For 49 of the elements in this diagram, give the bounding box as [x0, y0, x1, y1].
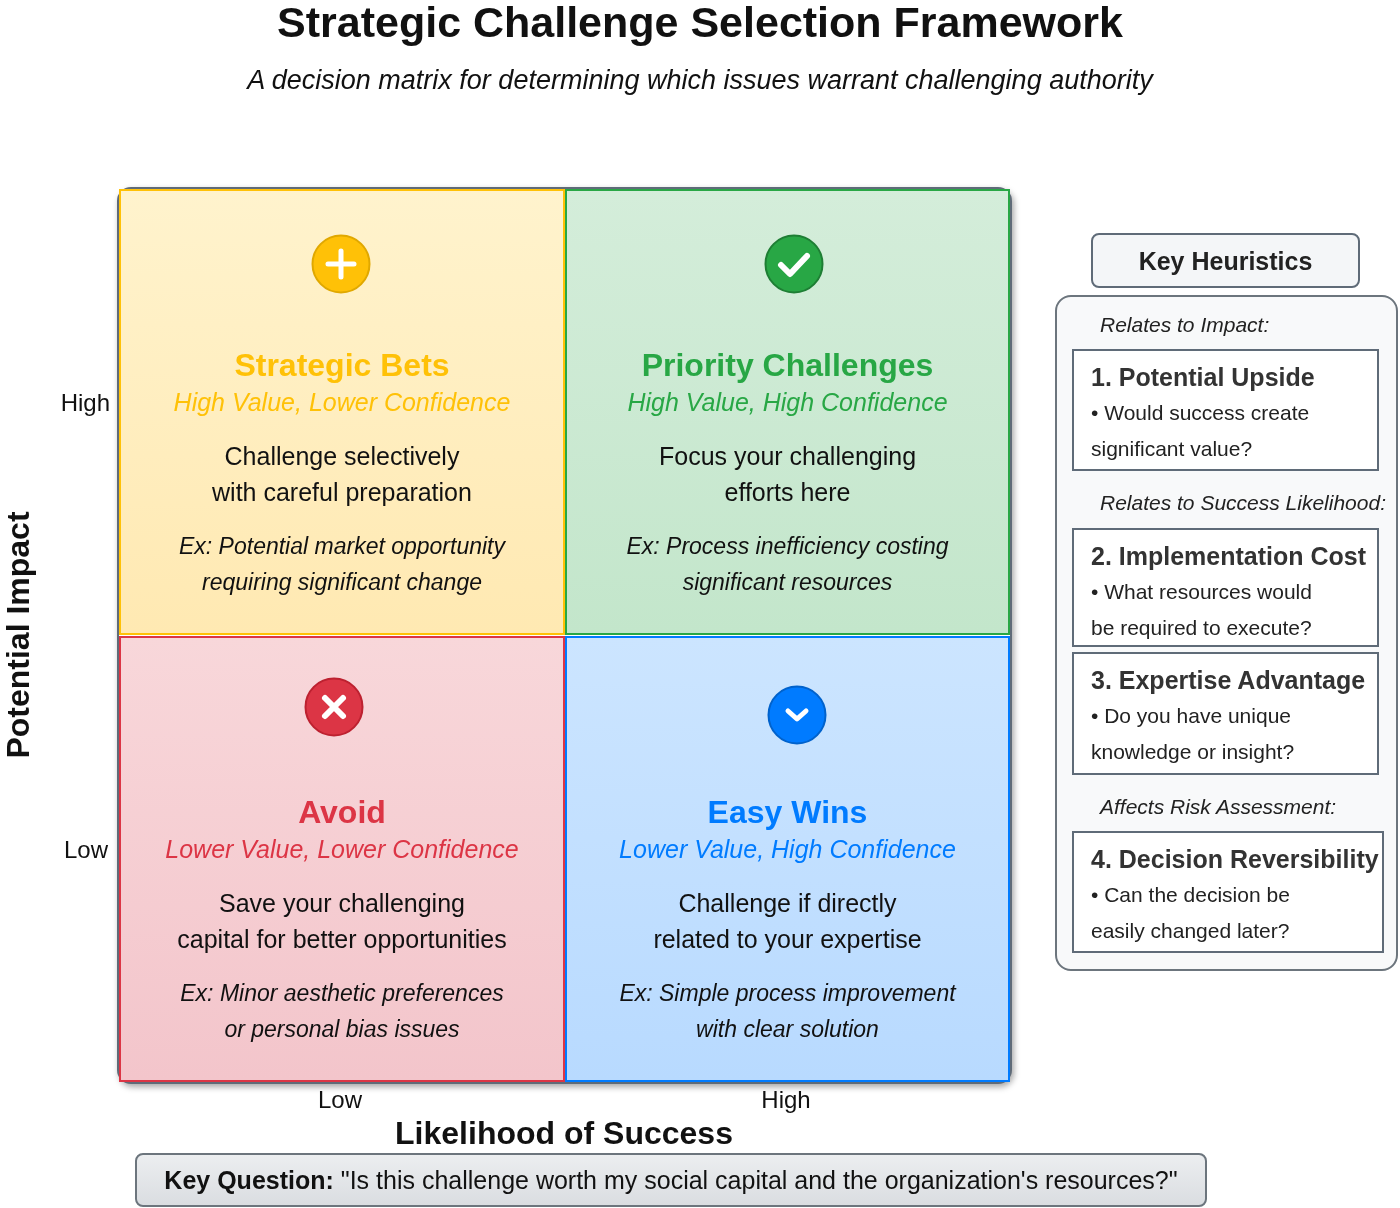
heuristic-heading: 1. Potential Upside [1091, 362, 1315, 393]
quadrant-description: Challenge if directly related to your expertise [653, 888, 922, 955]
heuristics-panel [1055, 295, 1398, 971]
diagram-subtitle: A decision matrix for determining which issues warrant challenging authority [247, 64, 1153, 97]
quadrant-subtitle: Lower Value, Lower Confidence [165, 834, 519, 864]
quadrant-title: Priority Challenges [641, 346, 934, 384]
diagram-title: Strategic Challenge Selection Framework [277, 0, 1123, 44]
section-label: Relates to Impact: [1100, 312, 1270, 338]
panel-heading: Key Heuristics [1138, 245, 1313, 276]
key-question-text: Key Question: "Is this challenge worth my social capital and the organization's resources?" [164, 1165, 1178, 1195]
heuristic-question: • Would success create significant value? [1091, 400, 1310, 462]
axis-tick-label: Low [318, 1085, 362, 1115]
quadrant-subtitle: High Value, Lower Confidence [173, 387, 511, 417]
axis-tick-label: Low [63, 835, 108, 865]
quadrant-panel [119, 189, 565, 635]
axis-tick-label: High [761, 1085, 811, 1115]
quadrant-subtitle: High Value, High Confidence [627, 387, 948, 417]
quadrant-title: Easy Wins [707, 793, 868, 831]
example-text: Ex: Simple process improvement with clear solution [619, 979, 956, 1044]
heuristic-card [1072, 652, 1379, 775]
heuristic-question: • What resources would be required to execute? [1091, 579, 1312, 641]
section-label: Affects Risk Assessment: [1100, 794, 1337, 820]
quadrant-description: Challenge selectively with careful preparation [212, 441, 472, 508]
quadrant-panel [565, 189, 1010, 635]
key-question-bar [135, 1153, 1207, 1207]
quadrant-description: Save your challenging capital for better opportunities [177, 888, 507, 955]
quadrant-title: Avoid [298, 793, 386, 831]
heuristic-heading: 4. Decision Reversibility [1091, 844, 1379, 875]
heuristic-heading: 2. Implementation Cost [1091, 541, 1367, 572]
quadrant-panel [119, 636, 565, 1082]
heuristic-heading: 3. Expertise Advantage [1091, 665, 1366, 696]
heuristic-question: • Can the decision be easily changed later? [1091, 882, 1290, 944]
example-text: Ex: Potential market opportunity requiring significant change [179, 532, 505, 597]
axis-title: Potential Impact [0, 511, 37, 759]
header-panel [1091, 233, 1360, 288]
axis-tick-label: High [60, 388, 110, 418]
quadrant-title: Strategic Bets [234, 346, 450, 384]
example-text: Ex: Minor aesthetic preferences or personal bias issues [180, 979, 504, 1044]
heuristic-card [1072, 528, 1379, 647]
axis-title: Likelihood of Success [395, 1114, 733, 1152]
quadrant-panel [565, 636, 1010, 1082]
matrix-frame [117, 187, 1012, 1084]
heuristic-question: • Do you have unique knowledge or insight? [1091, 703, 1295, 765]
heuristic-card [1072, 349, 1379, 471]
quadrant-subtitle: Lower Value, High Confidence [619, 834, 956, 864]
heuristic-card [1072, 831, 1384, 953]
section-label: Relates to Success Likelihood: [1100, 490, 1386, 516]
example-text: Ex: Process inefficiency costing significant resources [626, 532, 949, 597]
quadrant-description: Focus your challenging efforts here [658, 441, 917, 508]
